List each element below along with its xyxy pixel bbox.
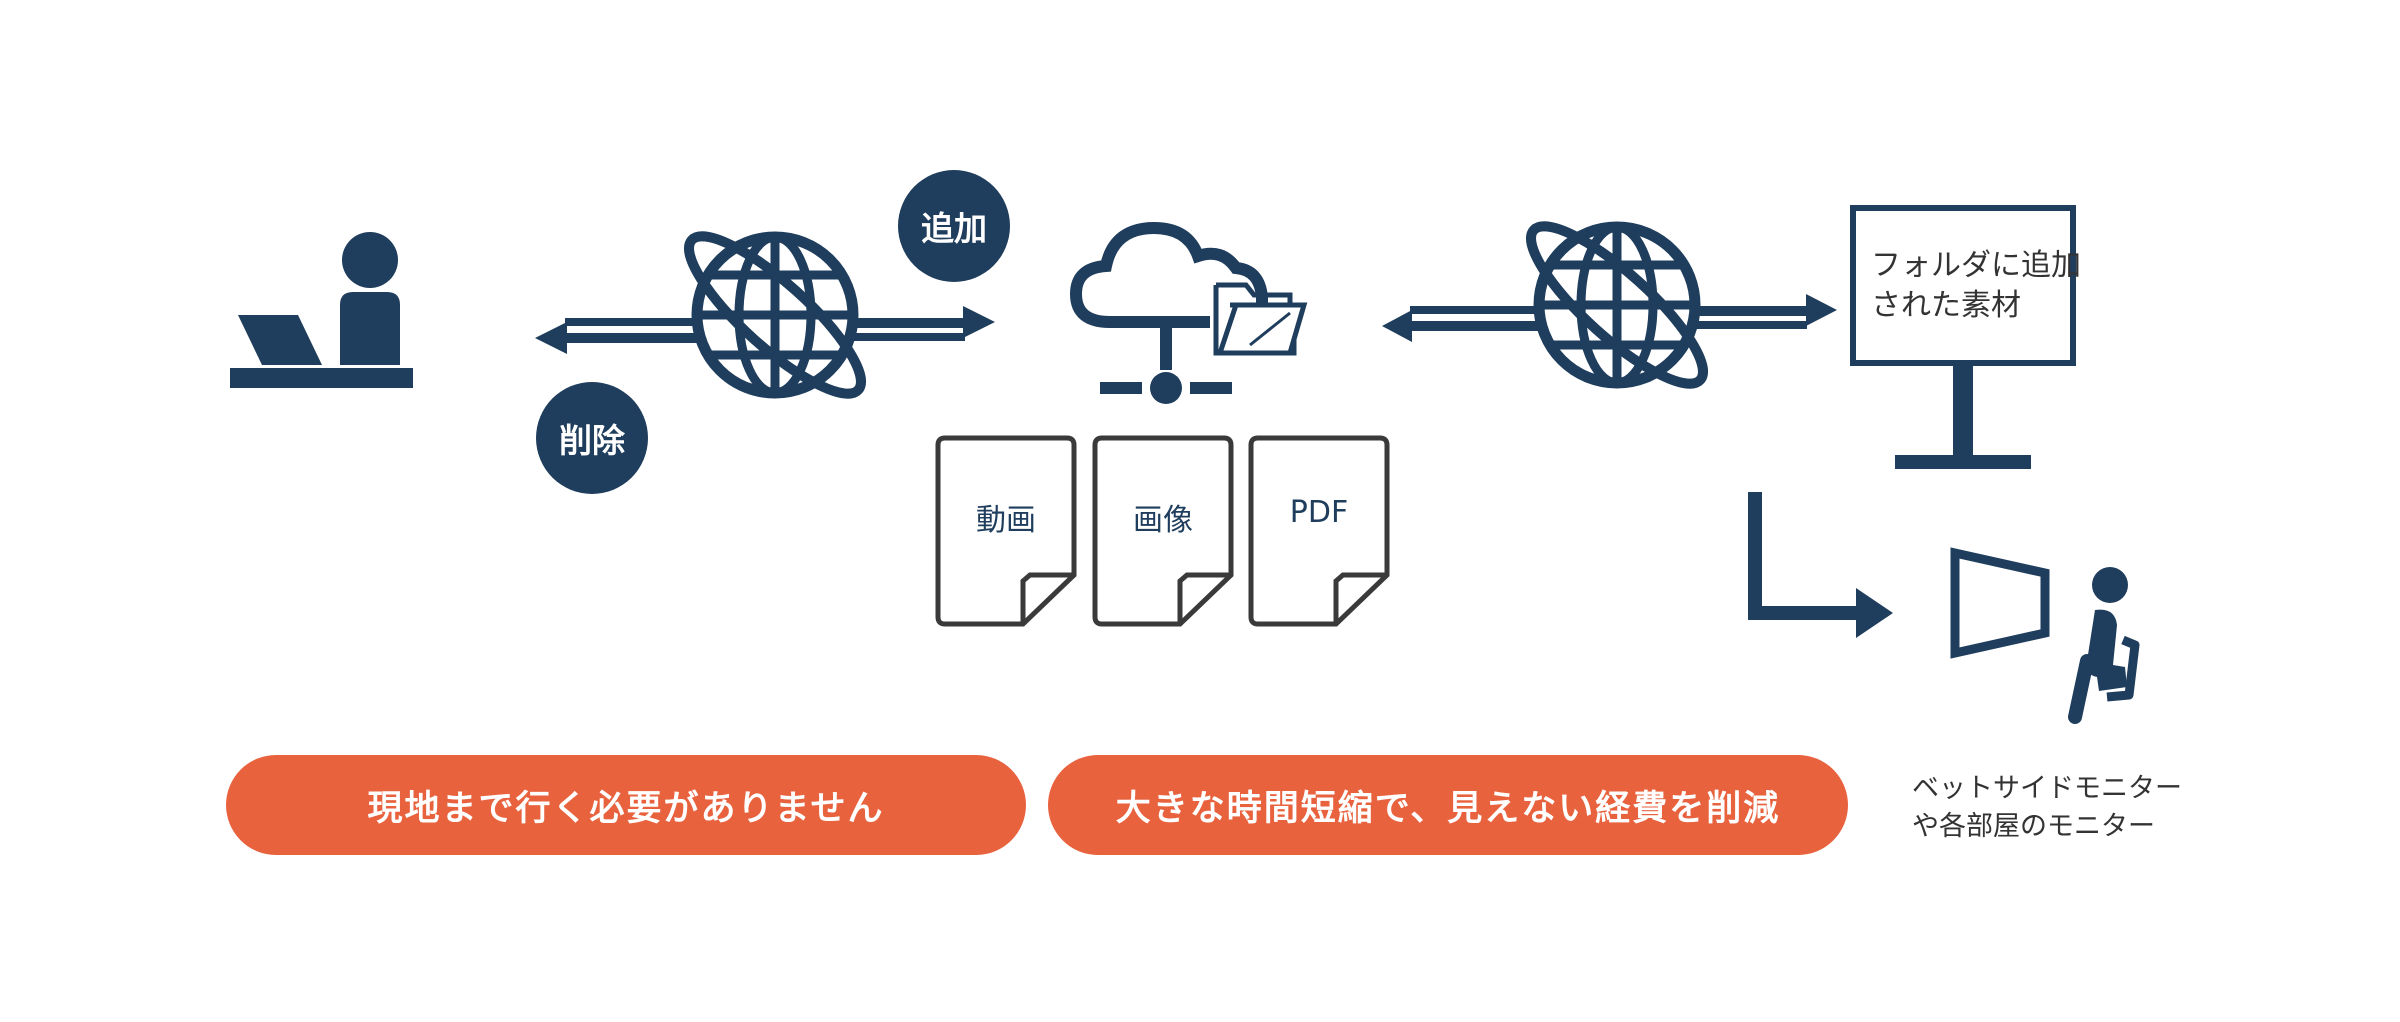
delete-badge: 削除 bbox=[536, 382, 648, 494]
benefit-pill-no-travel: 現地まで行く必要がありません bbox=[226, 755, 1026, 855]
seated-viewer-icon bbox=[2068, 567, 2140, 724]
delete-badge-label: 削除 bbox=[559, 421, 625, 460]
benefit-pill-time-saving: 大きな時間短縮で、見えない経費を削減 bbox=[1048, 755, 1848, 855]
monitor-line-1: フォルダに追加 bbox=[1871, 248, 2081, 283]
bent-arrow-icon bbox=[1748, 492, 1893, 638]
document-icon bbox=[1248, 435, 1390, 627]
add-badge: 追加 bbox=[898, 170, 1010, 282]
cloud-server-icon bbox=[1069, 221, 1268, 404]
person-laptop-icon bbox=[230, 232, 413, 388]
benefit-label: 大きな時間短縮で、見えない経費を削減 bbox=[1115, 788, 1781, 829]
globe-icon bbox=[1526, 221, 1708, 389]
bedside-caption-line-1: ベットサイドモニター bbox=[1912, 773, 2182, 804]
bedside-screen-icon bbox=[1950, 547, 2050, 659]
folder-icon bbox=[1213, 282, 1308, 356]
document-icon bbox=[935, 435, 1077, 627]
document-label: 画像 bbox=[1133, 503, 1193, 538]
benefit-label: 現地まで行く必要がありません bbox=[367, 788, 885, 829]
double-arrow-right-icon bbox=[1382, 294, 1837, 342]
add-badge-label: 追加 bbox=[921, 209, 987, 248]
bedside-caption: ベットサイドモニター や各部屋のモニター bbox=[1912, 770, 2182, 846]
globe-icon bbox=[684, 231, 866, 399]
monitor-line-2: された素材 bbox=[1871, 288, 2021, 323]
double-arrow-left-icon bbox=[535, 306, 995, 354]
monitor-icon bbox=[1850, 205, 2076, 469]
monitor-screen-text: フォルダに追加 された素材 bbox=[1871, 246, 2081, 326]
document-label: PDF bbox=[1289, 495, 1349, 530]
document-label: 動画 bbox=[976, 503, 1036, 538]
document-icon bbox=[1092, 435, 1234, 627]
bedside-caption-line-2: や各部屋のモニター bbox=[1912, 811, 2155, 842]
